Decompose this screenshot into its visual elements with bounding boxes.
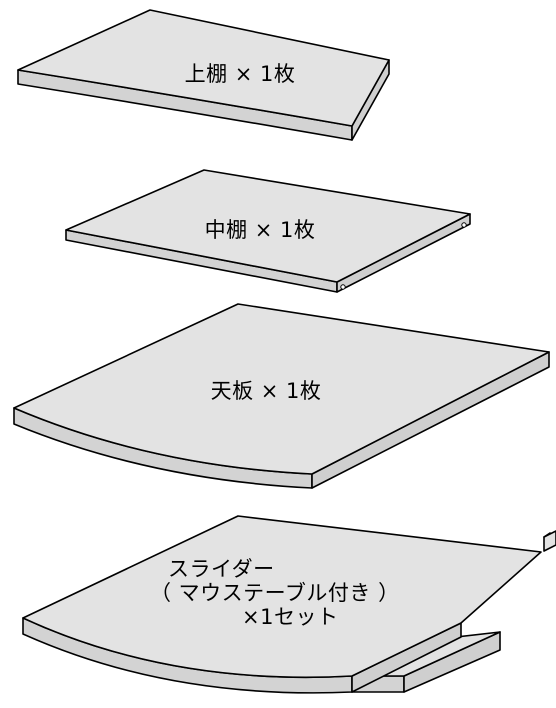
slider-label-quantity: ×1セット <box>242 605 339 629</box>
slider-panel <box>22 515 542 694</box>
slider-label: スライダー （ マウステーブル付き ） ×1セット <box>150 557 470 629</box>
middle-shelf-surface <box>65 169 471 283</box>
middle-shelf-label: 中棚 × 1枚 <box>204 218 316 242</box>
slider-surface <box>22 515 542 679</box>
top-shelf-label: 上棚 × 1枚 <box>184 62 296 86</box>
slider-label-note: （ マウステーブル付き ） <box>150 581 400 605</box>
middle-shelf-hole-front <box>340 284 346 290</box>
desktop-panel <box>13 303 550 489</box>
desktop-label: 天板 × 1枚 <box>210 379 322 403</box>
slider-label-name: スライダー <box>168 557 275 581</box>
middle-shelf-hole-right <box>461 222 467 228</box>
middle-shelf-panel <box>65 169 471 293</box>
desktop-surface <box>13 303 550 475</box>
top-shelf-panel <box>17 9 390 141</box>
cropped-part-fragment <box>543 530 556 552</box>
top-shelf-surface <box>17 9 390 127</box>
